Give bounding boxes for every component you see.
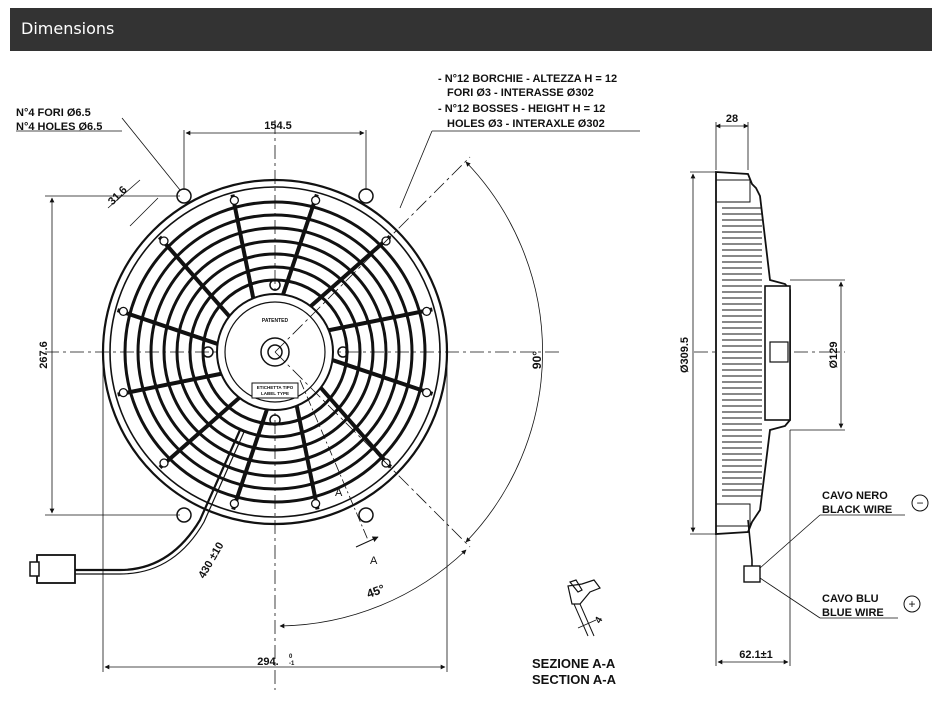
grille-spoke (331, 358, 434, 396)
mounting-boss (229, 195, 240, 205)
dim-294-tol-bottom: -1 (289, 661, 295, 667)
mounting-boss (310, 499, 321, 509)
wire-cable-outline (75, 431, 245, 575)
minus-symbol: − (916, 496, 923, 510)
dim-430-label: 430 ±10 (196, 540, 226, 580)
mounting-bosses (118, 195, 432, 509)
label-type-en: LABEL TYPE (261, 391, 289, 396)
minus-icon (911, 494, 929, 512)
wire-cable (75, 429, 242, 572)
front-view: PATENTED ETICHETTA TIPO LABEL TYPE 154.5 (16, 73, 640, 690)
mounting-boss (159, 458, 169, 468)
dim-31-label: 31.6 (106, 184, 130, 208)
wire-connector-tab (29, 561, 40, 577)
wire-blue-label-it: CAVO BLU (822, 593, 879, 605)
mounting-boss (159, 236, 169, 246)
section-a-a-view: 4 SEZIONE A-A SECTION A-A (532, 579, 617, 687)
label-type-it: ETICHETTA TIPO (257, 385, 294, 390)
mounting-boss (229, 499, 240, 509)
hub-screw-bottom (269, 414, 281, 426)
dim-154-label: 154.5 (264, 120, 292, 132)
motor-shaft-cap (260, 337, 290, 367)
dim-45-arc (279, 549, 467, 629)
section-title-it: SEZIONE A-A (532, 656, 616, 671)
grille-spoke (294, 405, 320, 510)
patented-text: PATENTED (262, 318, 289, 324)
side-view: 28 Ø309.5 Ø129 62.1±1 CAVO NERO BLACK WI… (679, 113, 929, 666)
dim-294-label: 294. (257, 656, 278, 668)
bosses-leader (399, 130, 433, 209)
wire-black-label-it: CAVO NERO (822, 490, 888, 502)
side-lower-bracket (715, 503, 751, 527)
mounting-boss (422, 387, 432, 398)
bosses-label-en-2: HOLES Ø3 - INTERAXLE Ø302 (447, 118, 605, 130)
dim-90-label: 90° (530, 351, 544, 369)
mounting-boss (118, 306, 128, 317)
section-title-en: SECTION A-A (532, 672, 617, 687)
grille-spoke (231, 408, 269, 511)
mounting-boss (310, 195, 321, 205)
wire-blue-label-en: BLUE WIRE (822, 607, 884, 619)
bosses-label-it-2: FORI Ø3 - INTERASSE Ø302 (447, 87, 594, 99)
label-type-box (251, 382, 299, 399)
grille-spoke (117, 371, 222, 397)
mounting-boss (422, 306, 432, 317)
section-header: Dimensions (10, 8, 932, 51)
section-profile (567, 579, 601, 605)
dim-309-label: Ø309.5 (679, 337, 691, 373)
plus-symbol: + (908, 597, 915, 611)
mounting-boss (118, 387, 128, 398)
hub-screw-left (202, 346, 214, 358)
dim-129-label: Ø129 (828, 342, 840, 369)
side-grille-fins (722, 207, 762, 497)
section-mark-a-top: A (335, 487, 343, 499)
holes-label-en: N°4 HOLES Ø6.5 (16, 121, 102, 133)
plus-icon (903, 595, 921, 613)
holes-leader (121, 117, 181, 191)
hub-screw-right (337, 346, 349, 358)
dim-28-label: 28 (726, 113, 738, 125)
dim-90-arc (465, 161, 543, 543)
wire-connector (36, 554, 76, 584)
section-mark-a-bottom: A (370, 555, 378, 567)
dim-267-label: 267.6 (38, 341, 50, 369)
side-upper-bracket (715, 179, 751, 203)
dim-45-label: 45° (365, 581, 387, 600)
grille-spoke (328, 307, 433, 333)
grille-spoke (158, 396, 241, 470)
side-motor-cap (769, 341, 789, 363)
holes-label-it: N°4 FORI Ø6.5 (16, 107, 91, 119)
bosses-label-en-1: - N°12 BOSSES - HEIGHT H = 12 (438, 103, 605, 115)
motor-shaft (267, 344, 283, 360)
wire-black-label-en: BLACK WIRE (822, 504, 892, 516)
grille-spoke (157, 235, 231, 318)
grille-spokes (116, 193, 434, 511)
bosses-label-it-1: - N°12 BORCHIE - ALTEZZA H = 12 (438, 73, 617, 85)
hub-screw-top (269, 279, 281, 291)
section-title: Dimensions (21, 19, 115, 38)
side-wire-connector (743, 565, 761, 583)
motor-hub-inner (224, 301, 326, 403)
dim-62-label: 62.1±1 (739, 649, 773, 661)
grille-spoke (309, 234, 392, 308)
grille-spoke (319, 386, 393, 469)
grille-spoke (230, 194, 256, 299)
section-dim-label: 4 (593, 615, 606, 626)
grille-spoke (116, 308, 219, 346)
shroud-inner-ring (109, 186, 441, 518)
grille-spoke (281, 193, 319, 296)
dim-294-tol-top: 0 (289, 654, 293, 660)
